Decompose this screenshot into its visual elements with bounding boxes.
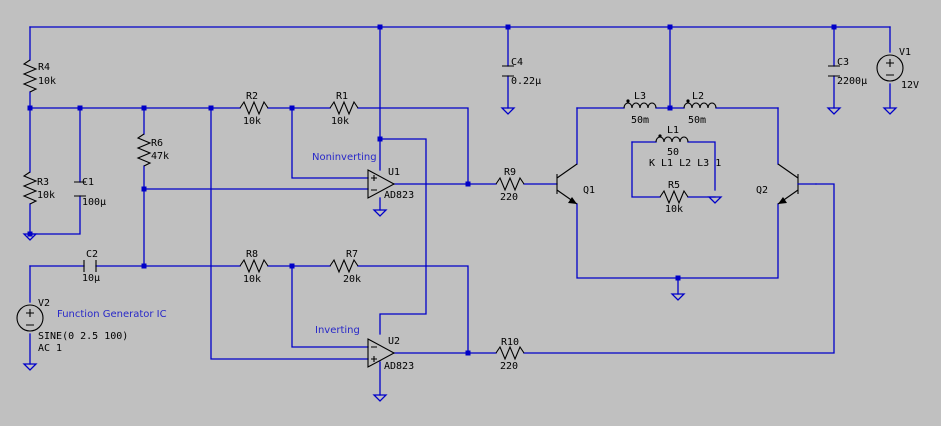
resistor-r5[interactable]: R5 10k: [659, 180, 689, 215]
note-function-generator: Function Generator IC: [57, 309, 167, 320]
r8-ref: R8: [246, 249, 258, 260]
r9-value: 220: [500, 192, 518, 203]
u2-ref: U2: [388, 336, 400, 347]
r10-value: 220: [500, 361, 518, 372]
c2-value: 10µ: [82, 273, 100, 284]
voltage-source-v1[interactable]: V1 12V: [876, 47, 919, 91]
c4-ref: C4: [511, 57, 523, 68]
u1-ref: U1: [388, 167, 400, 178]
u1-part: AD823: [384, 190, 414, 201]
v2-ref: V2: [38, 298, 50, 309]
capacitor-c4[interactable]: C4 0.22µ: [502, 57, 541, 87]
transistor-q1[interactable]: Q1: [556, 163, 595, 205]
c3-ref: C3: [837, 57, 849, 68]
l1-value: 50: [667, 147, 679, 158]
l2-ref: L2: [692, 91, 704, 102]
opamp-u2[interactable]: U2 AD823: [367, 336, 414, 372]
c1-value: 100µ: [82, 197, 106, 208]
l3-ref: L3: [634, 91, 646, 102]
v1-value: 12V: [901, 80, 919, 91]
ground-icon: [22, 233, 38, 241]
c4-value: 0.22µ: [511, 76, 541, 87]
u2-part: AD823: [384, 361, 414, 372]
voltage-source-v2[interactable]: V2 SINE(0 2.5 100) AC 1: [16, 298, 128, 354]
ground-symbols: [22, 107, 898, 402]
resistor-r9[interactable]: R9 220: [495, 167, 525, 203]
resistor-r4[interactable]: R4 10k: [22, 59, 56, 93]
q1-ref: Q1: [583, 185, 595, 196]
capacitor-c1[interactable]: C1 100µ: [74, 177, 106, 208]
resistor-r6[interactable]: R6 47k: [136, 133, 169, 167]
resistor-r10[interactable]: R10 220: [495, 337, 525, 372]
l2-value: 50m: [688, 115, 706, 126]
opamp-u1[interactable]: U1 AD823: [367, 167, 414, 201]
r1-value: 10k: [331, 116, 349, 127]
v1-ref: V1: [899, 47, 911, 58]
r4-ref: R4: [38, 62, 50, 73]
ground-icon: [372, 209, 388, 217]
resistor-r3[interactable]: R3 10k: [22, 171, 55, 205]
resistor-r7[interactable]: R7 20k: [329, 249, 361, 285]
inductor-l2[interactable]: L2 50m: [683, 91, 717, 126]
r8-value: 10k: [243, 274, 261, 285]
v2-line1: SINE(0 2.5 100): [38, 331, 128, 342]
ground-icon: [500, 107, 516, 115]
transistor-q2[interactable]: Q2: [756, 163, 817, 205]
r7-ref: R7: [346, 249, 358, 260]
r10-ref: R10: [501, 337, 519, 348]
ground-icon: [22, 363, 38, 371]
r6-value: 47k: [151, 151, 169, 162]
r6-ref: R6: [151, 138, 163, 149]
l1-ref: L1: [667, 125, 679, 136]
capacitor-c3[interactable]: C3 2200µ: [828, 57, 867, 87]
r5-value: 10k: [665, 204, 683, 215]
c3-value: 2200µ: [837, 76, 867, 87]
ground-icon: [707, 196, 723, 204]
r4-value: 10k: [38, 76, 56, 87]
ground-icon: [372, 394, 388, 402]
r9-ref: R9: [504, 167, 516, 178]
ground-icon: [826, 107, 842, 115]
capacitor-c2[interactable]: C2 10µ: [82, 249, 100, 284]
l3-value: 50m: [631, 115, 649, 126]
r7-value: 20k: [343, 274, 361, 285]
ground-icon: [882, 107, 898, 115]
r2-value: 10k: [243, 116, 261, 127]
inductor-l1[interactable]: L1 50: [655, 125, 689, 158]
note-noninverting: Noninverting: [312, 152, 377, 163]
r3-ref: R3: [37, 177, 49, 188]
c1-ref: C1: [82, 177, 94, 188]
r3-value: 10k: [37, 190, 55, 201]
r2-ref: R2: [246, 91, 258, 102]
inductor-l3[interactable]: L3 50m: [623, 91, 657, 126]
r1-ref: R1: [336, 91, 348, 102]
note-inverting: Inverting: [315, 325, 360, 336]
ground-icon: [670, 293, 686, 301]
coupling-directive: K L1 L2 L3 1: [649, 158, 721, 169]
resistor-r8[interactable]: R8 10k: [239, 249, 269, 285]
q2-ref: Q2: [756, 185, 768, 196]
r5-ref: R5: [668, 180, 680, 191]
resistor-r1[interactable]: R1 10k: [329, 91, 359, 127]
v2-line2: AC 1: [38, 343, 62, 354]
resistor-r2[interactable]: R2 10k: [239, 91, 269, 127]
wires: [29, 26, 891, 396]
c2-ref: C2: [86, 249, 98, 260]
